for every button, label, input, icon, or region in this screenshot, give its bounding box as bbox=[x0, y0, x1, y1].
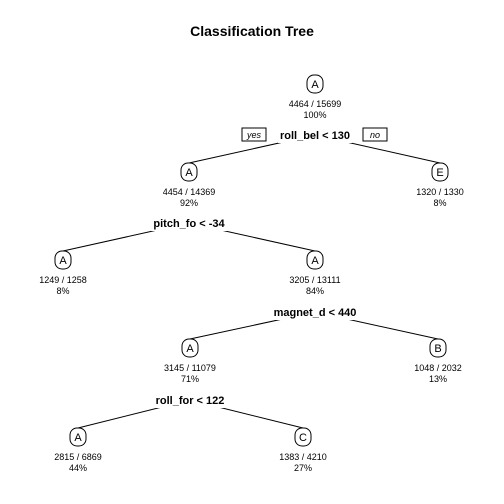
node-count-ratio: 4454 / 14369 bbox=[163, 187, 216, 197]
node-class-label: C bbox=[299, 432, 307, 444]
split-label-background bbox=[277, 129, 353, 143]
node-percent: 100% bbox=[303, 110, 326, 120]
node-percent: 8% bbox=[433, 198, 446, 208]
split-label-background bbox=[151, 217, 228, 231]
node-class-label: A bbox=[74, 432, 82, 444]
node-count-ratio: 1383 / 4210 bbox=[279, 452, 327, 462]
node-class-label: E bbox=[436, 167, 443, 179]
node-percent: 8% bbox=[56, 286, 69, 296]
node-count-ratio: 3205 / 13111 bbox=[289, 275, 340, 285]
node-class-label: A bbox=[185, 167, 193, 179]
node-class-box bbox=[429, 338, 447, 358]
node-class-box bbox=[180, 162, 198, 182]
node-class-box bbox=[69, 427, 87, 447]
split-s1: roll_bel < 130 bbox=[277, 129, 353, 143]
node-percent: 92% bbox=[180, 198, 198, 208]
node-count-ratio: 3145 / 11079 bbox=[164, 363, 216, 373]
node-count-ratio: 1249 / 1258 bbox=[39, 275, 87, 285]
no-label-box bbox=[362, 127, 388, 142]
split-label-background bbox=[271, 306, 359, 320]
node-class-box bbox=[306, 250, 324, 270]
node-class-label: A bbox=[311, 79, 319, 91]
node-class-box bbox=[306, 74, 324, 94]
node-count-ratio: 4464 / 15699 bbox=[289, 99, 342, 109]
split-label-background bbox=[153, 394, 227, 408]
node-class-label: B bbox=[434, 343, 441, 355]
node-class-label: A bbox=[186, 343, 194, 355]
split-condition: roll_for < 122 bbox=[156, 395, 225, 407]
node-count-ratio: 1320 / 1330 bbox=[416, 187, 464, 197]
node-count-ratio: 1048 / 2032 bbox=[414, 363, 462, 373]
node-class-box bbox=[54, 250, 72, 270]
diagram-title: Classification Tree bbox=[190, 23, 314, 39]
split-condition: pitch_fo < -34 bbox=[153, 218, 225, 230]
yes-branch-label: yes bbox=[241, 127, 267, 142]
split-s4: roll_for < 122 bbox=[153, 394, 227, 408]
split-labels: roll_bel < 130 yes no pitch_fo < -34 magnet_… bbox=[151, 127, 388, 408]
node-percent: 44% bbox=[69, 463, 87, 473]
split-condition: roll_bel < 130 bbox=[280, 130, 350, 142]
node-class-label: A bbox=[59, 255, 67, 267]
node-class-label: A bbox=[311, 255, 319, 267]
split-s3: magnet_d < 440 bbox=[271, 306, 359, 320]
split-condition: magnet_d < 440 bbox=[274, 307, 357, 319]
node-count-ratio: 2815 / 6869 bbox=[54, 452, 102, 462]
no-branch-label: no bbox=[362, 127, 388, 142]
node-class-box bbox=[181, 338, 199, 358]
node-percent: 13% bbox=[429, 374, 447, 384]
node-class-box bbox=[294, 427, 312, 447]
tree-edges bbox=[62, 134, 441, 429]
node-percent: 71% bbox=[181, 374, 199, 384]
no-label-text: no bbox=[370, 130, 380, 140]
node-percent: 84% bbox=[306, 286, 324, 296]
split-s2: pitch_fo < -34 bbox=[151, 217, 228, 231]
node-percent: 27% bbox=[294, 463, 312, 473]
yes-label-text: yes bbox=[246, 130, 262, 140]
node-class-box bbox=[431, 162, 449, 182]
yes-label-box bbox=[241, 127, 267, 142]
